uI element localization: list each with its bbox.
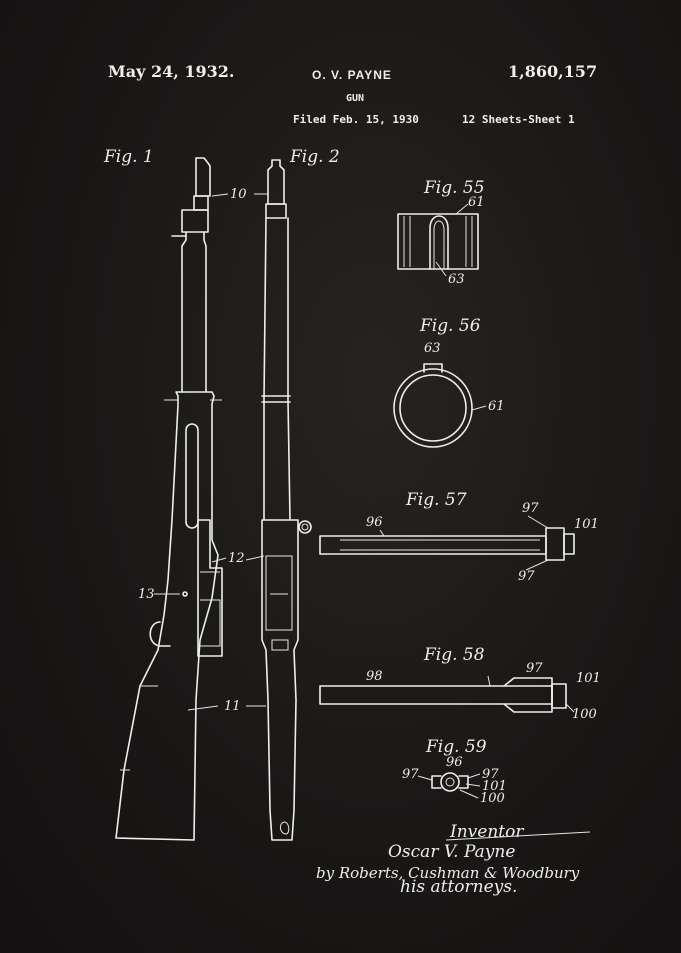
attorneys-caption: his attorneys. [400,877,517,897]
part-97-collar-shape [545,527,565,561]
receiver-shape [197,519,223,657]
stock-outline-shape [115,391,219,841]
leader-97b [525,559,549,571]
part-61-ring-outer [393,368,473,448]
leader-63a [435,261,447,277]
figure-55-part: Fig. 55 61 63 [397,178,485,287]
part-98-tube-shape [319,685,553,705]
part-61-ring-inner [399,374,467,442]
figure-1-rifle-side: Fig. 1 10 13 [103,147,247,841]
label-11: 11 [224,699,241,714]
label-13: 13 [138,587,155,602]
label-10: 10 [230,187,247,202]
barrel-shape [181,231,207,393]
label-97c: 97 [526,661,543,676]
filed-date: Filed Feb. 15, 1930 [293,113,419,126]
charging-knob-shape [298,520,312,534]
gas-cylinder-slot-shape [185,423,199,529]
bolt-top-shape [265,555,293,651]
part-101-cap-shape [563,533,575,555]
leader-12 [211,557,227,563]
patent-number: 1,860,157 [508,62,598,81]
butt-plate-top-shape [279,821,290,835]
trigger-guard-shape [149,621,171,647]
label-61a: 61 [468,195,485,210]
label-100b: 100 [480,791,505,806]
figure-56-ring: Fig. 56 63 61 [393,316,505,448]
handguard-top-shape [263,217,291,521]
figure-55-label: Fig. 55 [423,178,485,198]
muzzle-shape [193,195,209,211]
leader-100a [565,703,575,713]
leader-fig59 [459,773,481,799]
figure-58-label: Fig. 58 [423,645,485,665]
figure-2-rifle-top: Fig. 2 [245,147,340,841]
figure-57-tube: Fig. 57 96 97 101 97 [319,490,599,584]
label-63b: 63 [424,341,441,356]
label-97a: 97 [522,501,539,516]
figure-2-label: Fig. 2 [289,147,340,167]
label-61b: 61 [488,399,505,414]
part-63-slot-shape [429,215,449,270]
label-101b: 101 [576,671,601,686]
band-top-shape [261,395,291,403]
inventor-signature: Oscar V. Payne [388,842,515,862]
receiver-detail-shape [200,571,221,647]
figure-1-label: Fig. 1 [103,147,154,167]
label-101a: 101 [574,517,599,532]
slot-inner-shape [433,220,445,269]
grip-detail-shape [120,685,158,771]
label-98: 98 [366,669,383,684]
figure-59-label: Fig. 59 [425,737,487,757]
label-96b: 96 [446,755,463,770]
leader-10 [211,193,229,197]
label-97e: 97 [482,767,499,782]
sleeve-mark [487,675,491,687]
muzzle-top-shape [267,159,285,205]
patent-title: GUN [346,93,365,104]
part-97-sleeve-shape [503,677,553,713]
leader-12-top [245,555,265,561]
figure-59-end-view: Fig. 59 96 97 97 101 100 [402,737,507,806]
leader-97d [417,775,433,781]
figure-57-label: Fig. 57 [405,490,467,510]
leader-61a [455,203,469,215]
receiver-top-shape [261,519,299,841]
block-hatch-shape [403,216,473,267]
inventor-name-header: O. V. PAYNE [312,68,392,82]
leader-11 [187,705,219,711]
label-97d: 97 [402,767,419,782]
label-12: 12 [228,551,245,566]
signature-block: Inventor Oscar V. Payne by Roberts, Cush… [316,822,591,897]
leader-61b [471,405,487,411]
patent-date: May 24, 1932. [108,62,235,81]
part-96-end-outer [440,772,460,792]
caption-underline [445,831,591,841]
figure-58-tube: Fig. 58 98 97 101 100 [319,645,601,722]
part-97-flange-shape [431,775,469,789]
part-101-cap-58-shape [551,683,567,709]
pin-13-shape [182,591,188,597]
label-101c: 101 [482,779,507,794]
front-band-top-shape [265,203,287,219]
label-96a: 96 [366,515,383,530]
part-96-end-inner [445,777,455,787]
leader-96a [379,529,385,537]
part-63-tab-shape [423,363,443,373]
leader-97a [527,515,549,529]
charging-knob-inner-shape [301,523,309,531]
part-96-tube-shape [319,535,547,555]
label-63a: 63 [448,272,465,287]
label-100a: 100 [572,707,597,722]
part-61-block-shape [397,213,479,270]
figure-56-label: Fig. 56 [419,316,481,336]
attorneys-signature: by Roberts, Cushman & Woodbury [316,864,580,882]
bayonet-lug-shape [171,209,209,237]
label-97b: 97 [518,569,535,584]
tube-slot-shape [340,539,540,551]
sheet-count: 12 Sheets-Sheet 1 [462,113,575,126]
front-sight-shape [195,157,211,197]
